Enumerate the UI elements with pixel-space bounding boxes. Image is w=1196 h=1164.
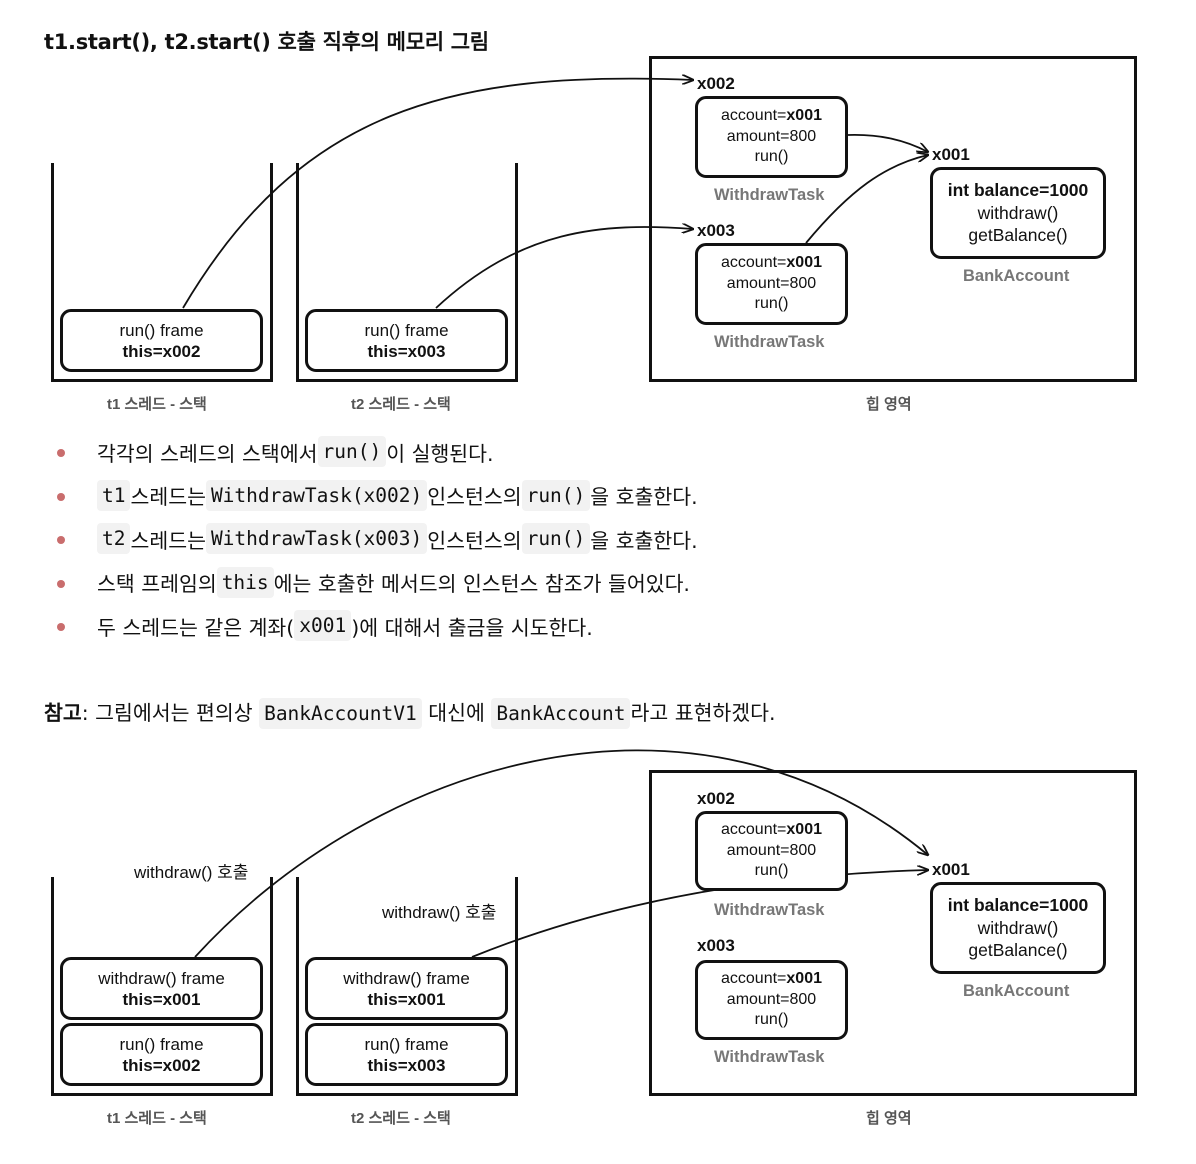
frame-this: this=x001	[122, 989, 201, 1009]
field-balance: int balance=1000	[947, 895, 1089, 916]
field-amount: amount=800	[726, 841, 817, 859]
t1-stack	[51, 163, 273, 382]
addr-x002: x002	[697, 74, 735, 93]
t2-stack-caption: t2 스레드 - 스택	[351, 396, 451, 413]
withdraw-task-x002: account=x001 amount=800 run()	[695, 811, 848, 891]
withdraw-task-x003: account=x001 amount=800 run()	[695, 960, 848, 1040]
addr-x003: x003	[697, 936, 735, 955]
section-title: t1.start(), t2.start() 호출 직후의 메모리 그림	[44, 30, 489, 54]
t1-stack	[51, 877, 273, 1096]
addr-x002: x002	[697, 789, 735, 808]
field-account: account=x001	[721, 107, 822, 125]
frame-name: withdraw() frame	[98, 968, 225, 988]
t1-stack-caption: t1 스레드 - 스택	[107, 1110, 207, 1127]
arrow-task1-to-x001	[847, 134, 928, 152]
frame-this: this=x002	[122, 341, 201, 361]
withdraw-task-x003: account=x001 amount=800 run()	[695, 243, 848, 325]
arrow-t2-withdraw-to-x001	[471, 870, 928, 958]
arrow-t2-to-x003	[435, 227, 693, 309]
t2-stack	[296, 877, 518, 1096]
t2-run-frame: run() frame this=x003	[305, 309, 508, 372]
frame-this: this=x003	[367, 1055, 446, 1075]
method-get-balance: getBalance()	[968, 225, 1068, 246]
frame-name: run() frame	[119, 1034, 204, 1054]
frame-this: this=x002	[122, 1055, 201, 1075]
field-account: account=x001	[721, 970, 822, 988]
list-item: 두 스레드는 같은 계좌(x001)에 대해서 출금을 시도한다.	[52, 604, 1172, 648]
method-run: run()	[754, 862, 789, 880]
arrow-t1-to-x002	[182, 79, 693, 309]
method-run: run()	[754, 1011, 789, 1029]
bank-account-label: BankAccount	[963, 982, 1070, 1000]
list-item: t1 스레드는 WithdrawTask(x002) 인스턴스의 run()을 …	[52, 474, 1172, 518]
withdraw-task-label: WithdrawTask	[714, 901, 825, 919]
frame-name: run() frame	[364, 1034, 449, 1054]
field-balance: int balance=1000	[947, 180, 1089, 201]
withdraw-task-label: WithdrawTask	[714, 186, 825, 204]
withdraw-task-label: WithdrawTask	[714, 333, 825, 351]
frame-name: run() frame	[119, 320, 204, 340]
addr-x001: x001	[932, 860, 970, 879]
field-amount: amount=800	[726, 990, 817, 1008]
frame-name: withdraw() frame	[343, 968, 470, 988]
reference-note: 참고: 그림에서는 편의상 BankAccountV1 대신에 BankAcco…	[44, 696, 776, 729]
heap-area	[649, 770, 1137, 1096]
t1-withdraw-frame: withdraw() frame this=x001	[60, 957, 263, 1020]
field-account: account=x001	[721, 821, 822, 839]
method-withdraw: withdraw()	[977, 917, 1059, 938]
field-amount: amount=800	[726, 127, 817, 145]
t1-stack-caption: t1 스레드 - 스택	[107, 396, 207, 413]
diagram-2-arrows	[194, 749, 1196, 958]
t2-stack-caption: t2 스레드 - 스택	[351, 1110, 451, 1127]
frame-this: this=x001	[367, 989, 446, 1009]
frame-this: this=x003	[367, 341, 446, 361]
arrow-t1-withdraw-to-x001	[194, 749, 928, 958]
method-get-balance: getBalance()	[968, 940, 1068, 961]
withdraw-task-label: WithdrawTask	[714, 1048, 825, 1066]
explanation-list: 각각의 스레드의 스택에서 run()이 실행된다. t1 스레드는 Withd…	[52, 430, 1172, 648]
method-run: run()	[754, 148, 789, 166]
memory-diagram-2: withdraw() 호출 withdraw() 호출 withdraw() f…	[0, 715, 1196, 1135]
heap-caption: 힙 영역	[866, 396, 912, 413]
t2-run-frame: run() frame this=x003	[305, 1023, 508, 1086]
t1-withdraw-call-label: withdraw() 호출	[134, 863, 249, 882]
t2-stack	[296, 163, 518, 382]
t2-withdraw-frame: withdraw() frame this=x001	[305, 957, 508, 1020]
withdraw-task-x002: account=x001 amount=800 run()	[695, 96, 848, 178]
diagram-1-arrows	[182, 0, 1196, 309]
method-withdraw: withdraw()	[977, 202, 1059, 223]
list-item: t2 스레드는 WithdrawTask(x003) 인스턴스의 run()을 …	[52, 517, 1172, 561]
heap-caption: 힙 영역	[866, 1110, 912, 1127]
bank-account-label: BankAccount	[963, 267, 1070, 285]
memory-diagram-1: run() frame this=x002 run() frame this=x…	[0, 0, 1196, 420]
heap-area	[649, 56, 1137, 382]
addr-x003: x003	[697, 221, 735, 240]
bank-account-x001: int balance=1000 withdraw() getBalance()	[930, 167, 1106, 259]
list-item: 각각의 스레드의 스택에서 run()이 실행된다.	[52, 430, 1172, 474]
t1-run-frame: run() frame this=x002	[60, 309, 263, 372]
addr-x001: x001	[932, 145, 970, 164]
field-account: account=x001	[721, 254, 822, 272]
t2-withdraw-call-label: withdraw() 호출	[382, 903, 497, 922]
field-amount: amount=800	[726, 274, 817, 292]
t1-run-frame: run() frame this=x002	[60, 1023, 263, 1086]
bank-account-x001: int balance=1000 withdraw() getBalance()	[930, 882, 1106, 974]
frame-name: run() frame	[364, 320, 449, 340]
method-run: run()	[754, 295, 789, 313]
arrow-task2-to-x001	[805, 155, 928, 244]
